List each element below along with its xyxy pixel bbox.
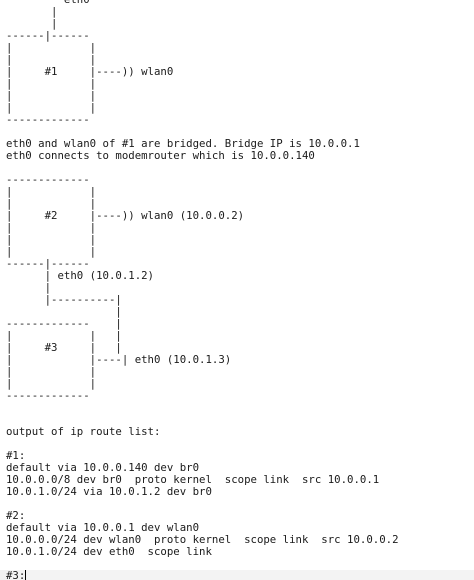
text-line: | | [6,246,474,258]
text-line: | | [6,378,474,390]
text-line: default via 10.0.0.140 dev br0 [6,462,474,474]
line-text: eth0 and wlan0 of #1 are bridged. Bridge… [6,137,360,150]
line-text: #2: [6,509,26,522]
line-text: | | [6,185,97,198]
text-line: ------------- [6,114,474,126]
text-line [6,438,474,450]
line-text: 10.0.0.0/24 dev wlan0 proto kernel scope… [6,533,399,546]
text-line: | | [6,90,474,102]
text-line: 10.0.1.0/24 via 10.0.1.2 dev br0 [6,486,474,498]
line-text: | | [6,365,97,378]
text-line: | [6,306,474,318]
text-line: ------------- [6,390,474,402]
line-text: | eth0 (10.0.1.2) [6,269,154,282]
line-text: | | [6,77,97,90]
text-line: ------------- | [6,318,474,330]
text-line [6,402,474,414]
line-text: | | [6,89,97,102]
line-text: ^ eth0 [6,0,90,6]
text-line: #2: [6,510,474,522]
text-line: | | [6,186,474,198]
text-line: | #1 |----)) wlan0 [6,66,474,78]
line-text: | | [6,233,97,246]
line-text: eth0 connects to modemrouter which is 10… [6,149,315,162]
text-line: | [6,6,474,18]
line-text: | | [6,377,97,390]
text-line: | | [6,78,474,90]
text-line: | | [6,54,474,66]
line-text: | [6,305,122,318]
text-line: | [6,282,474,294]
current-line: #3: [0,570,474,580]
line-text: |----------| [6,293,122,306]
line-text: ------------- | [6,317,122,330]
text-cursor [25,570,27,580]
line-text: | #1 |----)) wlan0 [6,65,174,78]
text-line: | | [6,222,474,234]
text-line: | | [6,366,474,378]
line-text: | | [6,41,97,54]
line-text: 10.0.1.0/24 dev eth0 scope link [6,545,212,558]
text-line: ^ eth0 [6,0,474,6]
line-text: | | | [6,329,122,342]
text-line: | eth0 (10.0.1.2) [6,270,474,282]
text-line: | |----| eth0 (10.0.1.3) [6,354,474,366]
text-line: 10.0.1.0/24 dev eth0 scope link [6,546,474,558]
line-text: | [6,17,58,30]
line-text: | | [6,197,97,210]
text-line: | | [6,42,474,54]
line-text: | |----| eth0 (10.0.1.3) [6,353,232,366]
text-line: ------|------ [6,30,474,42]
line-text: #1: [6,449,26,462]
text-line: | #2 |----)) wlan0 (10.0.0.2) [6,210,474,222]
text-line: | | [6,102,474,114]
line-text: output of ip route list: [6,425,161,438]
text-line: | #3 | | [6,342,474,354]
line-text: | | [6,221,97,234]
line-text: 10.0.0.0/8 dev br0 proto kernel scope li… [6,473,380,486]
text-line: ------|------ [6,258,474,270]
text-line: ------------- [6,174,474,186]
line-text: | #2 |----)) wlan0 (10.0.0.2) [6,209,245,222]
line-text: 10.0.1.0/24 via 10.0.1.2 dev br0 [6,485,212,498]
text-line: #1: [6,450,474,462]
text-line: | [6,18,474,30]
line-text: | | [6,53,97,66]
text-line: | | [6,234,474,246]
line-text: | #3 | | [6,341,122,354]
line-text: default via 10.0.0.140 dev br0 [6,461,200,474]
line-text: ------------- [6,173,90,186]
text-line: eth0 and wlan0 of #1 are bridged. Bridge… [6,138,474,150]
text-line: default via 10.0.0.1 dev wlan0 [6,522,474,534]
text-line [6,558,474,570]
line-text: | [6,5,58,18]
line-text: ------------- [6,113,90,126]
text-line: 10.0.0.0/24 dev wlan0 proto kernel scope… [6,534,474,546]
text-line: | | [6,198,474,210]
line-text: ------|------ [6,29,90,42]
text-line: | | | [6,330,474,342]
line-text: default via 10.0.0.1 dev wlan0 [6,521,200,534]
line-text: | | [6,245,97,258]
text-line: output of ip route list: [6,426,474,438]
line-text: | | [6,101,97,114]
text-line: |----------| [6,294,474,306]
text-line: eth0 connects to modemrouter which is 10… [6,150,474,162]
text-line [6,498,474,510]
text-line: 10.0.0.0/8 dev br0 proto kernel scope li… [6,474,474,486]
line-text: ------------- [6,389,90,402]
line-text: | [6,281,52,294]
line-text: #3: [6,569,26,580]
line-text: ------|------ [6,257,90,270]
